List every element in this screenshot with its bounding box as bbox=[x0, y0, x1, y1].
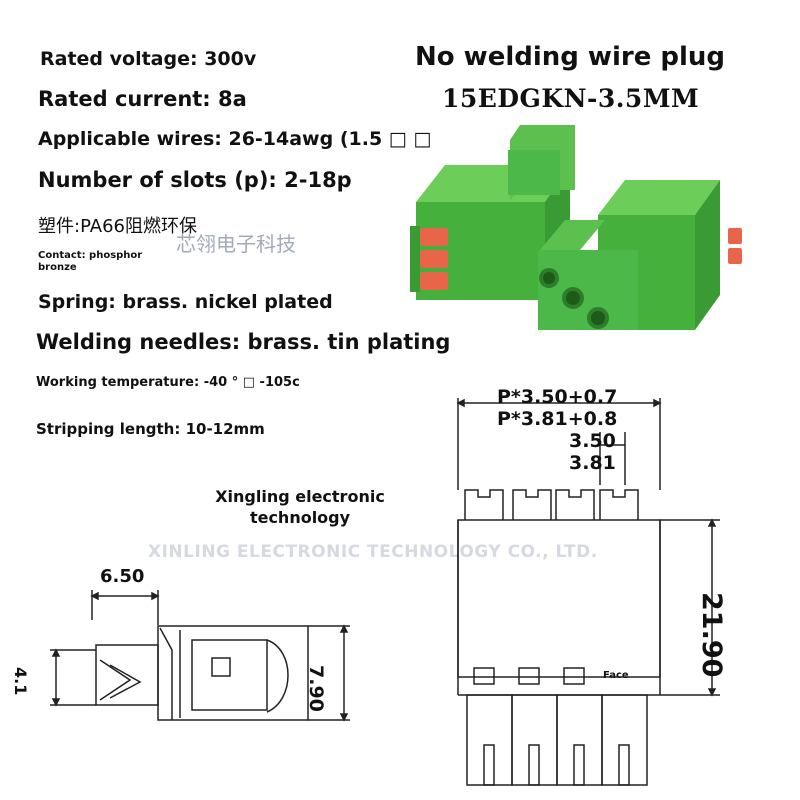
dimension-pitch-350: 3.50 bbox=[569, 430, 616, 452]
spec-rated-voltage: Rated voltage: 300v bbox=[40, 48, 257, 70]
company-name: Xingling electronic technology bbox=[215, 487, 385, 527]
spec-stripping-length: Stripping length: 10-12mm bbox=[36, 420, 265, 438]
spec-contact: Contact: phosphor bronze bbox=[38, 250, 143, 273]
dimension-side-height: 7.90 bbox=[305, 665, 327, 712]
spec-working-temperature: Working temperature: -40 ° □ -105c bbox=[36, 375, 300, 390]
watermark-chinese: 芯翎电子科技 bbox=[176, 232, 296, 256]
connector-left-image bbox=[410, 125, 575, 300]
watermark-english: XINLING ELECTRONIC TECHNOLOGY CO., LTD. bbox=[148, 542, 598, 562]
spec-applicable-wires: Applicable wires: 26-14awg (1.5 □ □ bbox=[38, 128, 432, 150]
spec-rated-current: Rated current: 8a bbox=[38, 87, 247, 111]
spec-number-of-slots: Number of slots (p): 2-18p bbox=[38, 168, 352, 192]
spec-plastic-material: 塑件:PA66阻燃环保 bbox=[38, 216, 197, 237]
dimension-pitch-formula-350: P*3.50+0.7 bbox=[497, 386, 618, 408]
dimension-side-small: 4.1 bbox=[11, 667, 30, 696]
product-title: No welding wire plug bbox=[415, 42, 726, 72]
dimension-side-width: 6.50 bbox=[100, 566, 145, 587]
side-view-drawing bbox=[50, 590, 350, 722]
front-view-drawing bbox=[456, 398, 720, 786]
dimension-pitch-381: 3.81 bbox=[569, 452, 616, 474]
spec-welding-needles: Welding needles: brass. tin plating bbox=[36, 330, 451, 354]
product-model: 15EDGKN-3.5MM bbox=[442, 84, 700, 113]
dimension-pitch-formula-381: P*3.81+0.8 bbox=[497, 408, 618, 430]
face-label: Face bbox=[603, 670, 629, 681]
connector-right-image bbox=[538, 180, 742, 330]
dimension-total-height: 21.90 bbox=[696, 592, 727, 678]
spec-spring: Spring: brass. nickel plated bbox=[38, 291, 333, 313]
